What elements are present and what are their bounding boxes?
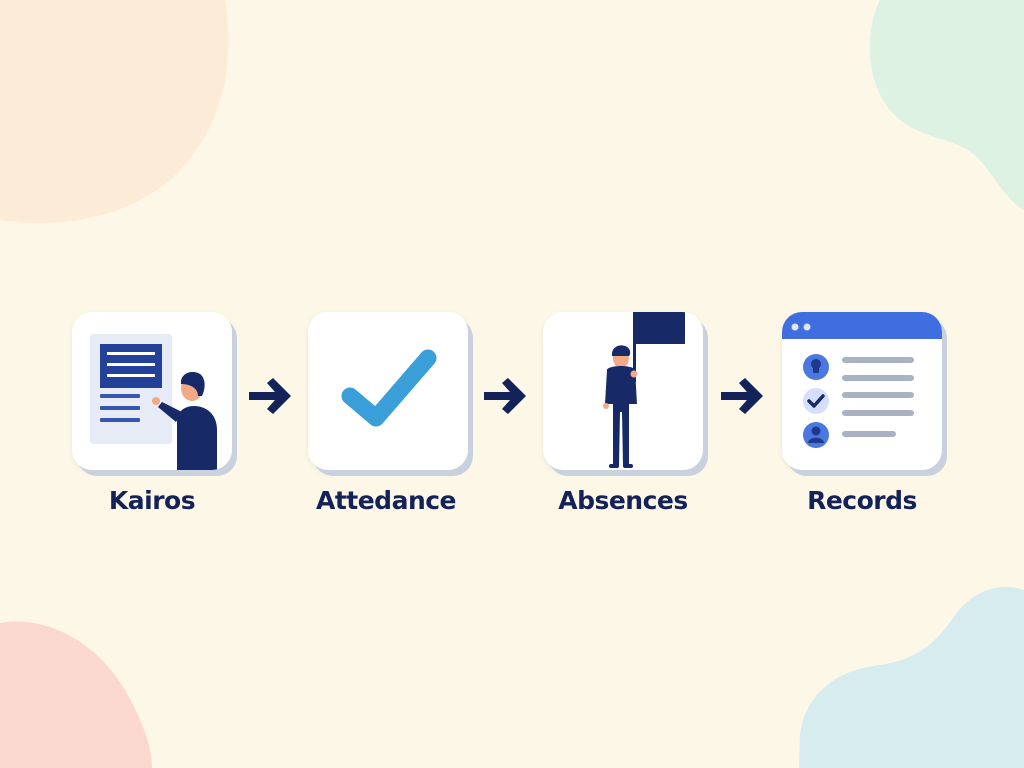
- arrow-right-icon: [721, 378, 763, 414]
- step-card-kairos[interactable]: [72, 312, 232, 470]
- background-blob-peach: [0, 0, 229, 224]
- background-blob-pink: [0, 621, 152, 768]
- step-card-absences[interactable]: [543, 312, 703, 470]
- person-presenting-document-icon: [90, 334, 217, 470]
- background-blob-mint: [869, 0, 1024, 210]
- step-label-attendance: Attedance: [315, 486, 457, 515]
- step-card-attendance[interactable]: [308, 312, 468, 470]
- step-label-records: Records: [807, 486, 917, 515]
- step-card-records[interactable]: [782, 312, 942, 470]
- step-label-kairos: Kairos: [108, 486, 196, 515]
- records-list-window-icon: [782, 312, 942, 448]
- step-label-absences: Absences: [558, 486, 688, 515]
- arrow-right-icon: [484, 378, 526, 414]
- checkmark-icon: [341, 349, 437, 427]
- background-blob-blue: [799, 586, 1024, 768]
- arrow-right-icon: [249, 378, 291, 414]
- person-with-flag-icon: [603, 312, 685, 468]
